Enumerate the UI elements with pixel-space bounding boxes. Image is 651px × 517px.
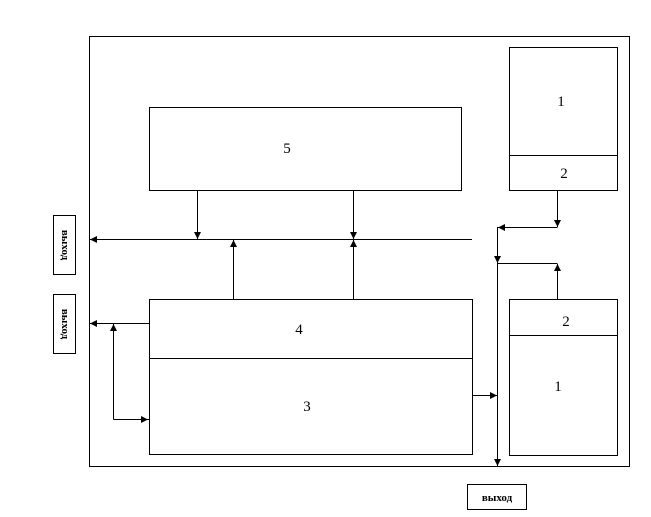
block-1-bottom-label: 1 <box>554 379 562 395</box>
block-4-3 <box>149 299 473 455</box>
output-box-bottom <box>467 484 527 510</box>
block-5-label: 5 <box>283 141 291 157</box>
output-bottom-label: выход <box>482 492 513 504</box>
block-5 <box>149 107 462 191</box>
output-left-top-label: выход <box>59 230 71 261</box>
output-box-left-bottom <box>53 294 76 354</box>
block-1-2-top <box>509 47 618 191</box>
block-4-label: 4 <box>295 322 303 338</box>
block-1-top-label: 1 <box>557 94 565 110</box>
block-2-1-bottom <box>509 299 618 456</box>
output-left-bottom-label: выход <box>59 309 71 340</box>
block-2-top-label: 2 <box>560 166 568 182</box>
output-box-left-top <box>53 215 76 275</box>
block-2-bottom-label: 2 <box>562 314 570 330</box>
block-3-label: 3 <box>303 399 311 415</box>
outer-frame <box>89 36 630 467</box>
